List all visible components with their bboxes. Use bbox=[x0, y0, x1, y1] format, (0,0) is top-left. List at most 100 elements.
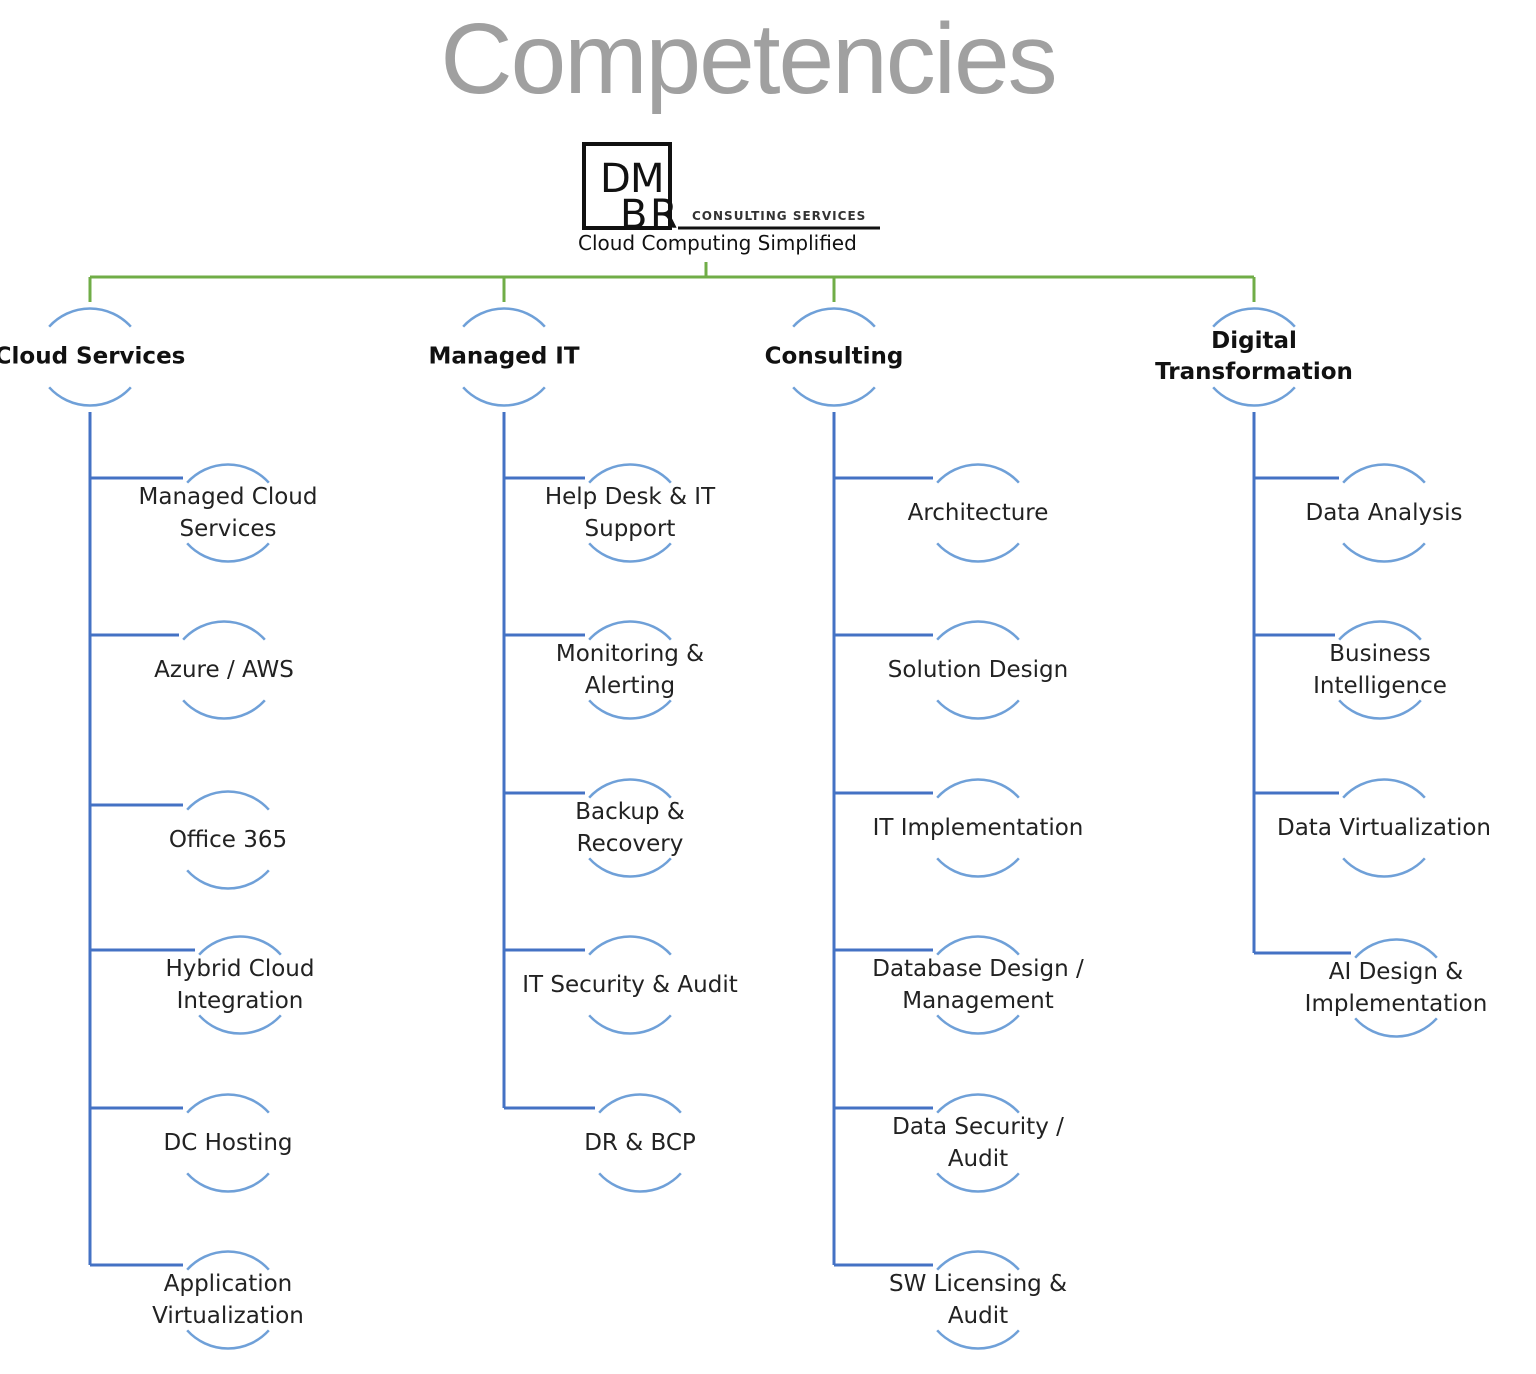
item-hybrid-cloud-integration-arc-top bbox=[198, 935, 282, 956]
item-data-security-audit: Data Security / Audit bbox=[892, 1111, 1064, 1175]
item-help-desk-it-support-arc-top bbox=[588, 463, 672, 484]
category-managed-it: Managed IT bbox=[428, 342, 579, 373]
item-dr-bcp-arc-top bbox=[598, 1093, 682, 1114]
category-digital-transformation-arc-top bbox=[1212, 307, 1296, 328]
logo-letter-r: R bbox=[650, 192, 678, 238]
item-data-security-audit-line: Data Security / bbox=[892, 1114, 1064, 1140]
item-monitoring-alerting-line: Alerting bbox=[584, 673, 676, 699]
category-cloud-services-arc-top bbox=[48, 307, 132, 328]
category-digital-transformation-line: Digital bbox=[1211, 328, 1297, 354]
item-sw-licensing-audit-arc-bottom bbox=[936, 1329, 1020, 1350]
item-business-intelligence-arc-top bbox=[1338, 620, 1422, 641]
item-azure-aws: Azure / AWS bbox=[154, 654, 294, 686]
item-data-virtualization-line: Data Virtualization bbox=[1277, 815, 1491, 841]
item-database-design-management-line: Database Design / bbox=[872, 956, 1084, 982]
item-dc-hosting-arc-top bbox=[186, 1093, 270, 1114]
item-architecture-arc-bottom bbox=[936, 542, 1020, 563]
logo-subtitle: CONSULTING SERVICES bbox=[692, 209, 866, 223]
category-digital-transformation-arc-bottom bbox=[1212, 386, 1296, 407]
item-office-365-arc-top bbox=[186, 790, 270, 811]
item-managed-cloud-services-line: Services bbox=[179, 516, 277, 542]
item-application-virtualization-line: Virtualization bbox=[152, 1303, 304, 1329]
item-it-security-audit: IT Security & Audit bbox=[522, 969, 737, 1001]
item-office-365-line: Office 365 bbox=[168, 827, 288, 853]
item-solution-design-arc-bottom bbox=[936, 699, 1020, 720]
logo-letter-d: D bbox=[600, 156, 631, 202]
item-it-security-audit-line: IT Security & Audit bbox=[522, 972, 738, 998]
item-architecture-arc-top bbox=[936, 463, 1020, 484]
item-data-virtualization: Data Virtualization bbox=[1277, 812, 1491, 844]
item-data-security-audit-line: Audit bbox=[947, 1146, 1009, 1172]
item-data-analysis-arc-bottom bbox=[1342, 542, 1426, 563]
item-dr-bcp: DR & BCP bbox=[584, 1127, 696, 1159]
page-title: Competencies bbox=[440, 3, 1057, 115]
logo-frame bbox=[582, 142, 672, 230]
category-cloud-services: Cloud Services bbox=[0, 342, 185, 373]
item-backup-recovery-arc-bottom bbox=[588, 857, 672, 878]
item-azure-aws-line: Azure / AWS bbox=[154, 657, 294, 683]
item-solution-design: Solution Design bbox=[888, 654, 1068, 686]
item-it-implementation-arc-bottom bbox=[936, 857, 1020, 878]
item-office-365: Office 365 bbox=[169, 824, 287, 856]
item-database-design-management-arc-top bbox=[936, 935, 1020, 956]
category-managed-it-line: Managed IT bbox=[428, 343, 580, 370]
category-cloud-services-line: Cloud Services bbox=[0, 343, 186, 370]
item-dr-bcp-arc-bottom bbox=[598, 1172, 682, 1193]
item-sw-licensing-audit-line: SW Licensing & bbox=[888, 1271, 1068, 1297]
item-application-virtualization-line: Application bbox=[163, 1271, 293, 1297]
item-data-virtualization-arc-bottom bbox=[1342, 857, 1426, 878]
category-cloud-services-arc-bottom bbox=[48, 386, 132, 407]
item-backup-recovery: Backup &Recovery bbox=[575, 796, 685, 860]
item-help-desk-it-support-line: Support bbox=[584, 516, 676, 542]
item-managed-cloud-services-line: Managed Cloud bbox=[138, 484, 318, 510]
item-monitoring-alerting-arc-bottom bbox=[588, 699, 672, 720]
item-hybrid-cloud-integration-line: Hybrid Cloud bbox=[165, 956, 315, 982]
item-help-desk-it-support-arc-bottom bbox=[588, 542, 672, 563]
item-data-security-audit-arc-bottom bbox=[936, 1172, 1020, 1193]
item-ai-design-implementation-arc-bottom bbox=[1354, 1017, 1438, 1038]
item-managed-cloud-services-arc-top bbox=[186, 463, 270, 484]
item-sw-licensing-audit: SW Licensing & Audit bbox=[889, 1268, 1067, 1332]
item-backup-recovery-line: Recovery bbox=[576, 831, 684, 857]
item-backup-recovery-arc-top bbox=[588, 778, 672, 799]
item-database-design-management-line: Management bbox=[902, 988, 1054, 1014]
item-application-virtualization-arc-top bbox=[186, 1250, 270, 1271]
category-managed-it-arc-bottom bbox=[462, 386, 546, 407]
item-architecture: Architecture bbox=[908, 497, 1049, 529]
category-managed-it-arc-top bbox=[462, 307, 546, 328]
dmbr-logo: D M B R CONSULTING SERVICES Cloud Comput… bbox=[578, 142, 880, 255]
item-help-desk-it-support-line: Help Desk & IT bbox=[544, 484, 716, 510]
item-solution-design-line: Solution Design bbox=[887, 657, 1069, 683]
item-managed-cloud-services-arc-bottom bbox=[186, 542, 270, 563]
item-azure-aws-arc-bottom bbox=[182, 699, 266, 720]
item-it-security-audit-arc-top bbox=[588, 935, 672, 956]
item-dc-hosting-arc-bottom bbox=[186, 1172, 270, 1193]
item-it-implementation: IT Implementation bbox=[873, 812, 1084, 844]
item-application-virtualization-arc-bottom bbox=[186, 1329, 270, 1350]
item-ai-design-implementation-line: AI Design & bbox=[1328, 959, 1464, 985]
item-database-design-management-arc-bottom bbox=[936, 1014, 1020, 1035]
item-ai-design-implementation-line: Implementation bbox=[1304, 991, 1488, 1017]
category-consulting: Consulting bbox=[765, 342, 904, 373]
item-dc-hosting: DC Hosting bbox=[163, 1127, 292, 1159]
item-database-design-management: Database Design / Management bbox=[872, 953, 1084, 1017]
category-consulting-line: Consulting bbox=[764, 343, 904, 370]
item-hybrid-cloud-integration-arc-bottom bbox=[198, 1014, 282, 1035]
item-dr-bcp-line: DR & BCP bbox=[584, 1130, 696, 1156]
item-sw-licensing-audit-line: Audit bbox=[947, 1303, 1009, 1329]
item-it-implementation-arc-top bbox=[936, 778, 1020, 799]
item-business-intelligence-arc-bottom bbox=[1338, 699, 1422, 720]
item-dc-hosting-line: DC Hosting bbox=[163, 1130, 293, 1156]
item-help-desk-it-support: Help Desk & IT Support bbox=[545, 481, 715, 545]
item-data-analysis-line: Data Analysis bbox=[1305, 500, 1463, 526]
item-data-virtualization-arc-top bbox=[1342, 778, 1426, 799]
item-it-security-audit-arc-bottom bbox=[588, 1014, 672, 1035]
logo-letter-b: B bbox=[620, 192, 647, 238]
item-architecture-line: Architecture bbox=[907, 500, 1049, 526]
item-office-365-arc-bottom bbox=[186, 869, 270, 890]
